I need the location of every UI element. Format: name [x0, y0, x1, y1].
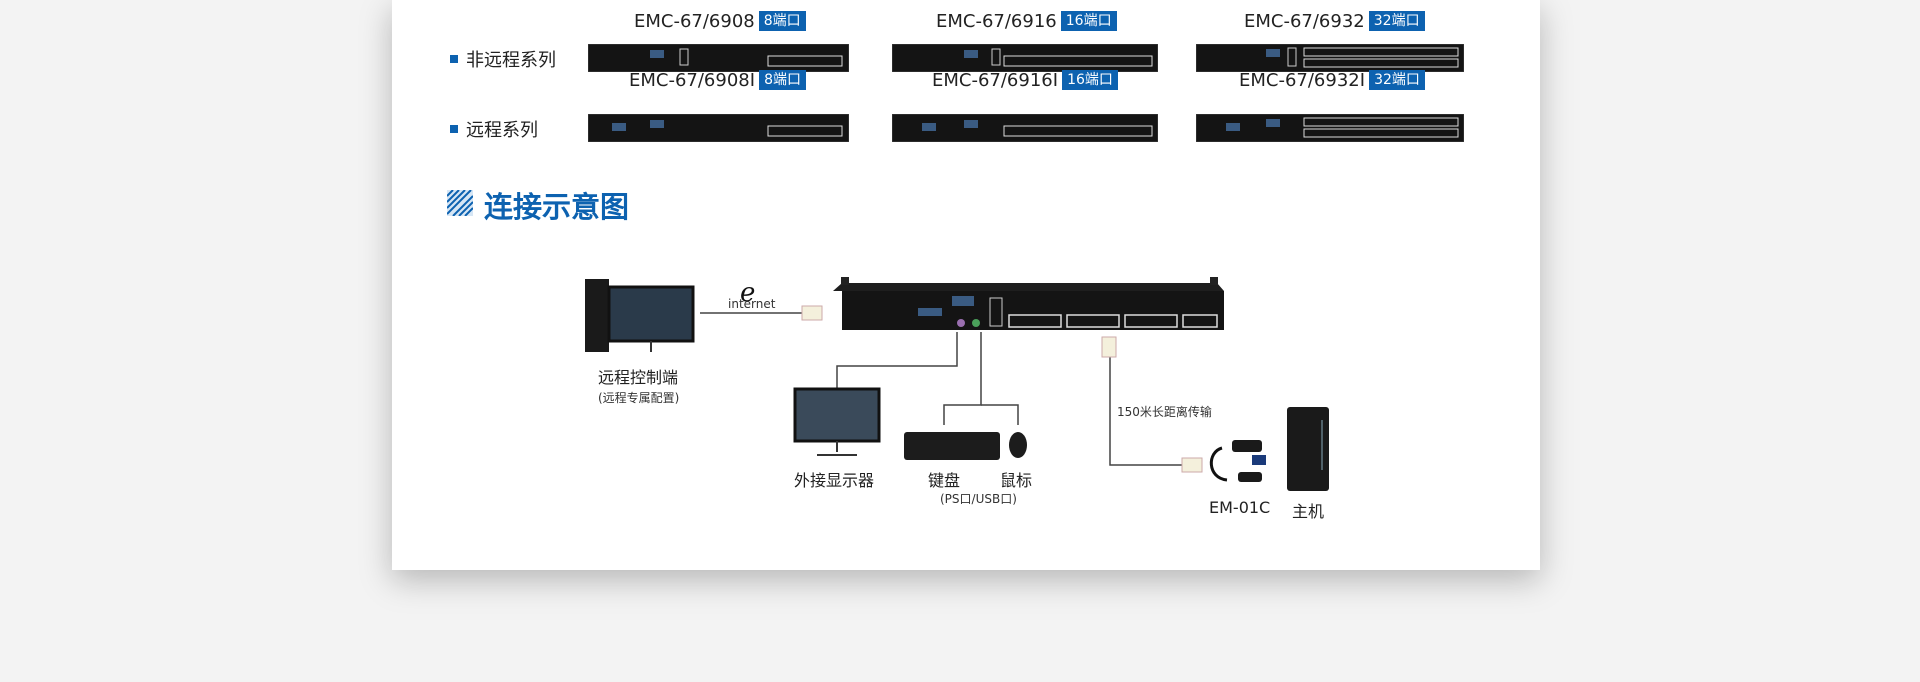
- distance-label: 150米长距离传输: [1117, 405, 1212, 419]
- kbm-port-note: (PS口/USB口): [940, 492, 1017, 506]
- kvm-switch: [842, 291, 1224, 330]
- port-badge: 16端口: [1060, 11, 1117, 31]
- keyboard-label: 键盘: [928, 471, 961, 490]
- bullet-square-icon: [450, 55, 458, 63]
- port-badge: 8端口: [758, 11, 806, 31]
- bullet-square-icon: [450, 125, 458, 133]
- host-label: 主机: [1292, 502, 1325, 521]
- device-image-6916i: [892, 114, 1158, 142]
- port-badge: 32端口: [1368, 11, 1425, 31]
- device-image-6932: [1196, 44, 1464, 72]
- hatched-square-icon: [447, 190, 473, 216]
- internet-label: internet: [728, 297, 776, 311]
- monitor-label: 外接显示器: [794, 471, 875, 490]
- port-badge: 8端口: [759, 70, 806, 90]
- row-label-remote: 远程系列: [450, 116, 538, 142]
- remote-console-note: (远程专属配置): [598, 391, 680, 405]
- port-badge: 16端口: [1062, 70, 1118, 90]
- device-image-6932i: [1196, 114, 1464, 142]
- ie-icon: e: [740, 278, 755, 308]
- row-label-nonremote: 非远程系列: [450, 46, 556, 72]
- remote-console-label: 远程控制端: [598, 368, 679, 387]
- mouse-label: 鼠标: [1000, 471, 1033, 490]
- device-image-6908i: [588, 114, 849, 142]
- connection-diagram: e: [585, 277, 1329, 491]
- port-badge: 32端口: [1369, 70, 1425, 90]
- adapter-label: EM-01C: [1209, 498, 1271, 517]
- section-title: 连接示意图: [484, 190, 630, 224]
- device-image-6916: [892, 44, 1158, 72]
- device-image-6908: [588, 44, 849, 72]
